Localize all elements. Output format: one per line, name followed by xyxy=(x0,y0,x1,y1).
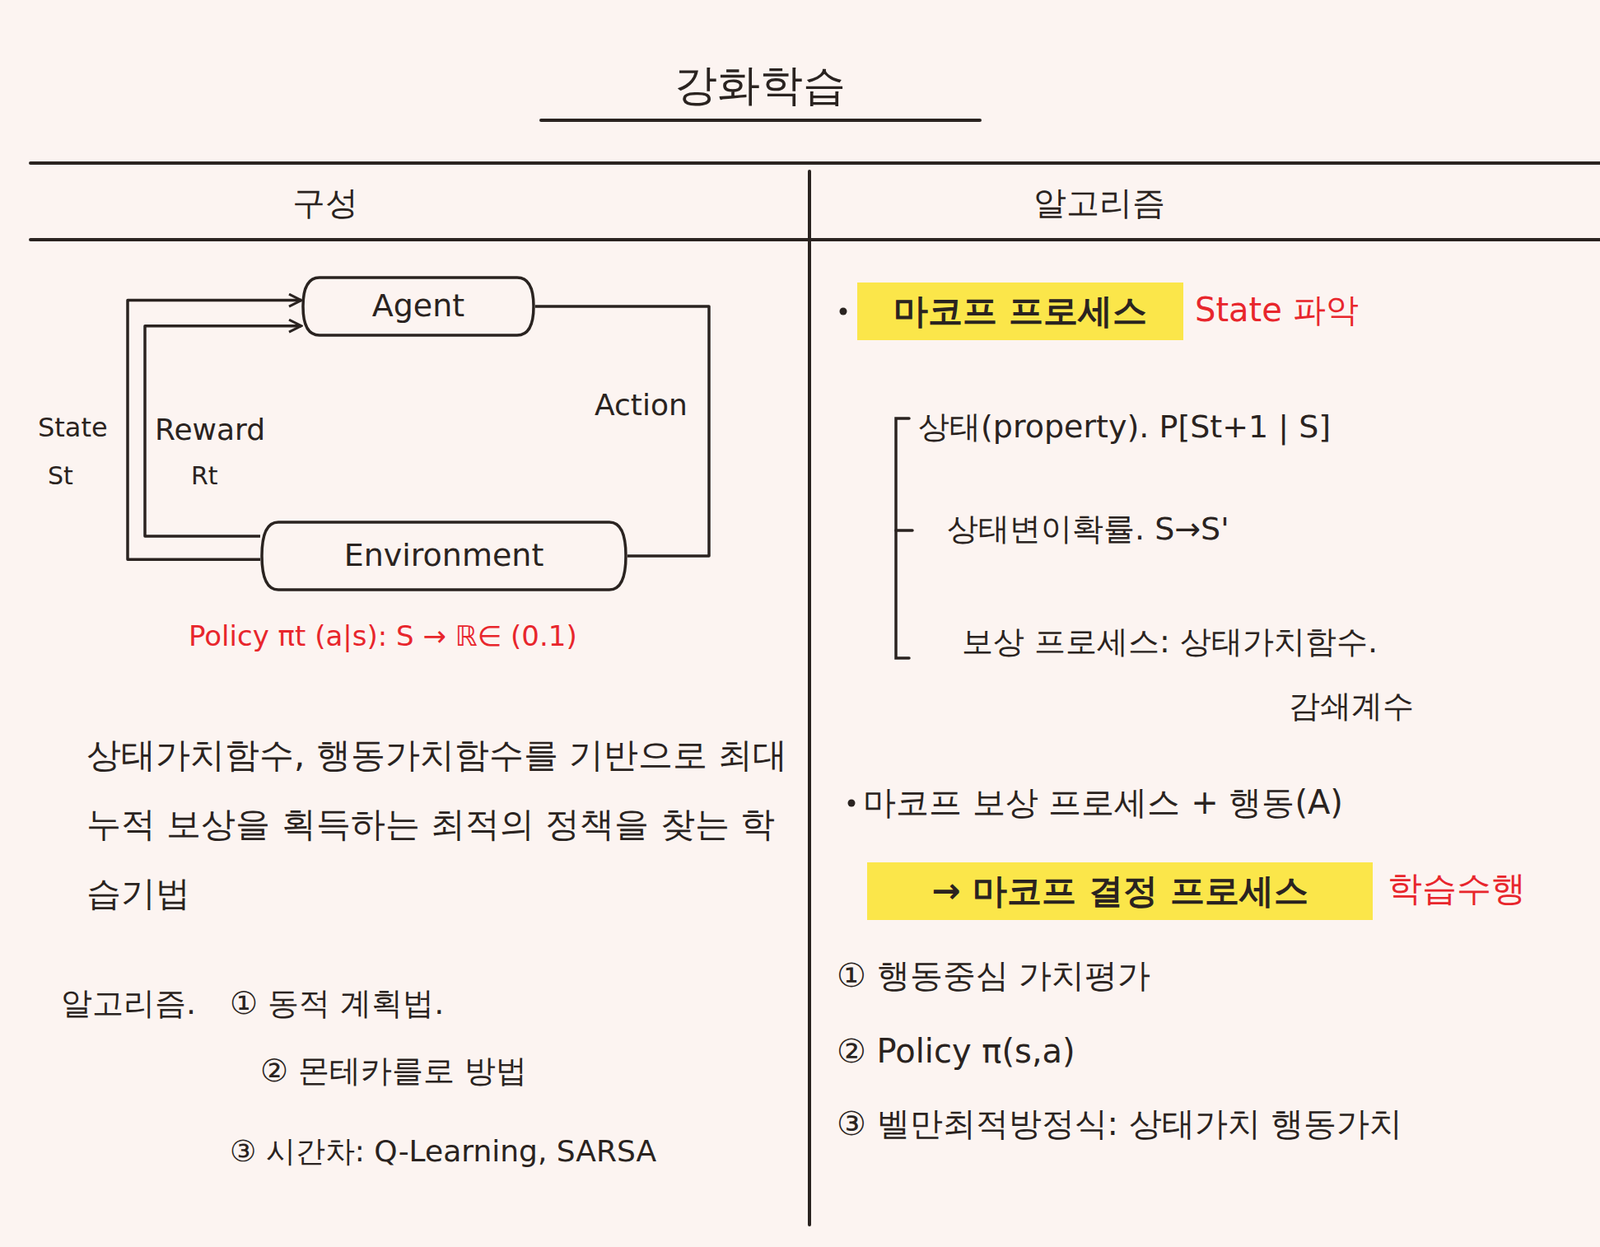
numbered-item: ③ 벨만최적방정식: 상태가치 행동가치 xyxy=(836,1103,1403,1143)
numbered-item: ① 행동중심 가치평가 xyxy=(836,955,1151,995)
bracket-item: 상태변이확률. S→S' xyxy=(946,510,1230,549)
algorithm-item: ① 동적 계획법. xyxy=(229,984,444,1023)
node-label: 마코프 프로세스 xyxy=(893,290,1148,332)
node-label: → 마코프 결정 프로세스 xyxy=(931,870,1308,912)
bullet-item: 마코프 보상 프로세스 + 행동(A) xyxy=(862,782,1344,822)
algorithm-heading: 알고리즘. xyxy=(60,984,196,1023)
column-divider xyxy=(807,171,812,1225)
edge-label: State xyxy=(37,411,108,444)
red-note: 학습수행 xyxy=(1387,867,1526,910)
bullet xyxy=(839,307,848,316)
top-rule xyxy=(30,161,1600,165)
title-underline xyxy=(541,118,980,122)
bracket xyxy=(895,418,910,658)
header-rule xyxy=(30,237,1600,242)
state-symbol: St xyxy=(47,461,74,491)
algorithm-item: ③ 시간차: Q-Learning, SARSA xyxy=(229,1133,657,1169)
highlight-box: → 마코프 결정 프로세스 xyxy=(867,862,1373,920)
edge-label: Reward xyxy=(154,411,266,448)
connector xyxy=(535,306,710,556)
box-outline-path xyxy=(261,522,626,590)
bracket-item: 상태(property). P[St+1 | S] xyxy=(918,408,1331,447)
column-header: 구성 xyxy=(292,182,359,223)
connector xyxy=(127,300,302,560)
algorithm-item: ② 몬테카를로 방법 xyxy=(260,1052,528,1091)
bracket-item-continued: 감쇄계수 xyxy=(1288,687,1414,726)
bracket-item: 보상 프로세스: 상태가치함수. xyxy=(961,623,1378,662)
box-outline-path xyxy=(303,277,534,336)
bracket-tick xyxy=(895,528,913,532)
definition-note: 상태가치함수, 행동가치함수를 기반으로 최대누적 보상을 획득하는 최적의 정… xyxy=(86,720,795,929)
policy-formula: Policy πt (a|s): S → ℝ∈ (0.1) xyxy=(188,619,578,654)
highlight-box: 마코프 프로세스 xyxy=(857,282,1184,341)
node-label: Environment xyxy=(344,536,545,575)
connector xyxy=(144,326,302,537)
reward-symbol: Rt xyxy=(191,461,219,491)
agent-box: Agent xyxy=(301,275,536,337)
node-label: Agent xyxy=(372,287,465,326)
page-title: 강화학습 xyxy=(674,59,846,111)
column-header: 알고리즘 xyxy=(1033,182,1166,223)
edge-label: Action xyxy=(594,387,688,423)
bullet xyxy=(848,799,856,807)
environment-box: Environment xyxy=(260,520,628,592)
red-note: State 파악 xyxy=(1194,289,1359,330)
numbered-item: ② Policy π(s,a) xyxy=(836,1030,1076,1071)
